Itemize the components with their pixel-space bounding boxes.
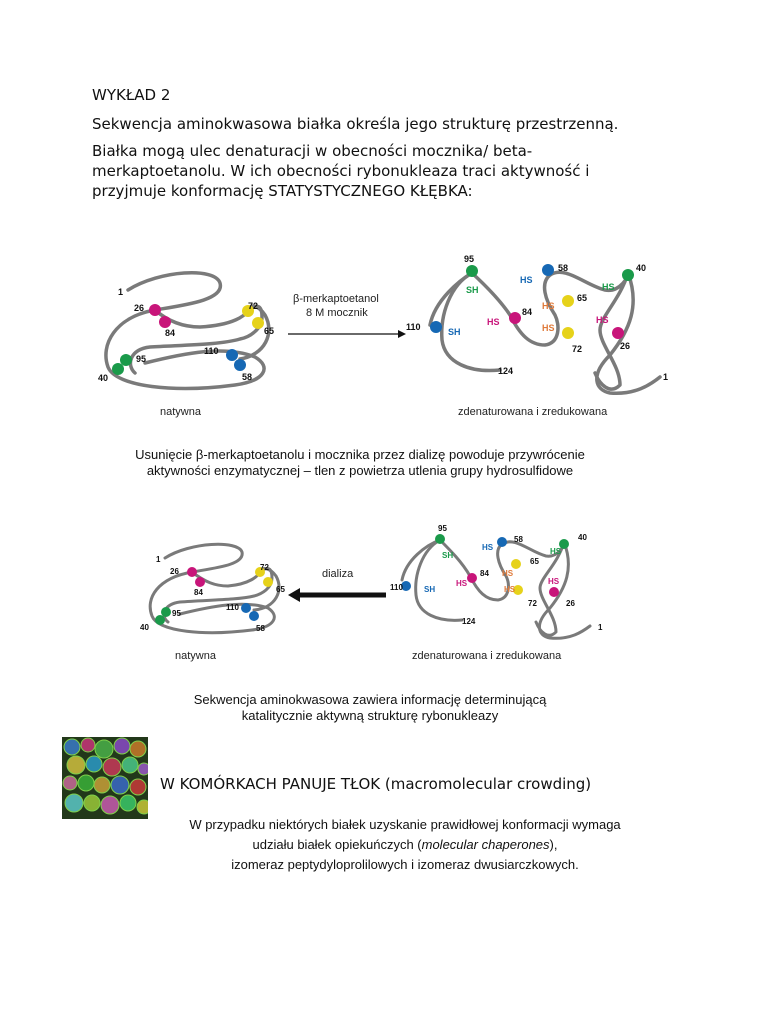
residue-label: 1 — [156, 555, 161, 564]
hs-label: HS — [602, 282, 615, 292]
residue-label: 40 — [578, 533, 587, 542]
residue-65: 65 — [264, 326, 274, 336]
sh-label: SH — [448, 327, 461, 337]
residue-label: 58 — [514, 535, 523, 544]
label-native-2: natywna — [175, 650, 217, 662]
residue-label: 65 — [530, 557, 539, 566]
residue-label: 65 — [276, 585, 285, 594]
residue-84-d: 84 — [522, 307, 532, 317]
residue-label: 26 — [170, 567, 179, 576]
residue-72-d: 72 — [572, 344, 582, 354]
hs-label: HS — [542, 301, 555, 311]
residue-label: HS — [550, 547, 562, 556]
label-denatured: zdenaturowana i zredukowana — [458, 406, 608, 418]
residue-95: 95 — [136, 354, 146, 364]
residue-label: 110 — [390, 583, 403, 592]
hs-label: HS — [520, 275, 533, 285]
residue-1: 1 — [118, 287, 123, 297]
chaperone-line-2: udziału białek opiekuńczych (molecular c… — [252, 837, 558, 852]
residue-84: 84 — [165, 328, 175, 338]
residue-26: 26 — [134, 303, 144, 313]
residue-label: 95 — [172, 609, 181, 618]
residue-label: 1 — [598, 623, 603, 632]
residue-124-d: 124 — [498, 366, 513, 376]
residue-40-d: 40 — [636, 263, 646, 273]
label-denatured-2: zdenaturowana i zredukowana — [412, 650, 562, 662]
caption-sequence-2: katalitycznie aktywną strukturę rybonukl… — [241, 708, 499, 723]
chaperone-line-3: izomeraz peptydyloprolilowych i izomeraz… — [231, 857, 579, 872]
residue-110-d: 110 — [406, 322, 421, 332]
caption-dialysis-2: aktywności enzymatycznej – tlen z powiet… — [146, 463, 574, 478]
residue-label: 84 — [480, 569, 489, 578]
residue-label: 84 — [194, 588, 203, 597]
sh-label: SH — [466, 285, 479, 295]
residue-58: 58 — [242, 372, 252, 382]
denaturation-diagram: 1 26 84 72 65 110 95 40 58 95 110 84 58 … — [98, 254, 668, 418]
renaturation-diagram: 1 26 84 72 65 110 95 40 58 95 110 84 58 … — [140, 524, 603, 662]
residue-95-d: 95 — [464, 254, 474, 264]
residue-26-d: 26 — [620, 341, 630, 351]
hs-label: HS — [487, 317, 500, 327]
hs-label: HS — [596, 315, 609, 325]
residue-110: 110 — [204, 346, 219, 356]
crowding-micrograph — [62, 737, 148, 819]
residue-label: HS — [504, 585, 516, 594]
arrow-reagent-1: β-merkaptoetanol — [293, 293, 379, 305]
residue-label: HS — [548, 577, 560, 586]
lecture-title: WYKŁAD 2 — [92, 86, 171, 104]
residue-40: 40 — [98, 373, 108, 383]
residue-label: 124 — [462, 617, 476, 626]
caption-sequence-1: Sekwencja aminokwasowa zawiera informacj… — [193, 692, 547, 707]
residue-label: 95 — [438, 524, 447, 533]
residue-label: HS — [502, 569, 514, 578]
residue-label: HS — [482, 543, 494, 552]
hs-label: HS — [542, 323, 555, 333]
residue-label: 72 — [528, 599, 537, 608]
arrow-reagent-2: 8 M mocznik — [306, 307, 368, 319]
paragraph-sequence: Sekwencja aminokwasowa białka określa je… — [92, 115, 619, 133]
residue-72: 72 — [248, 301, 258, 311]
residue-label: 110 — [226, 603, 239, 612]
residue-label: 72 — [260, 563, 269, 572]
residue-58-d: 58 — [558, 263, 568, 273]
label-native: natywna — [160, 406, 202, 418]
residue-label: SH — [442, 551, 453, 560]
crowding-heading: W KOMÓRKACH PANUJE TŁOK (macromolecular … — [160, 775, 592, 793]
residue-65-d: 65 — [577, 293, 587, 303]
caption-dialysis-1: Usunięcie β-merkaptoetanolu i mocznika p… — [135, 447, 585, 462]
residue-1-d: 1 — [663, 372, 668, 382]
residue-label: 26 — [566, 599, 575, 608]
arrow-dialysis: dializa — [322, 568, 354, 580]
residue-label: SH — [424, 585, 435, 594]
residue-label: 58 — [256, 624, 265, 633]
residue-label: 40 — [140, 623, 149, 632]
residue-label: HS — [456, 579, 468, 588]
chaperone-line-1: W przypadku niektórych białek uzyskanie … — [189, 817, 621, 832]
paragraph-denaturation: Białka mogą ulec denaturacji w obecności… — [92, 142, 590, 200]
